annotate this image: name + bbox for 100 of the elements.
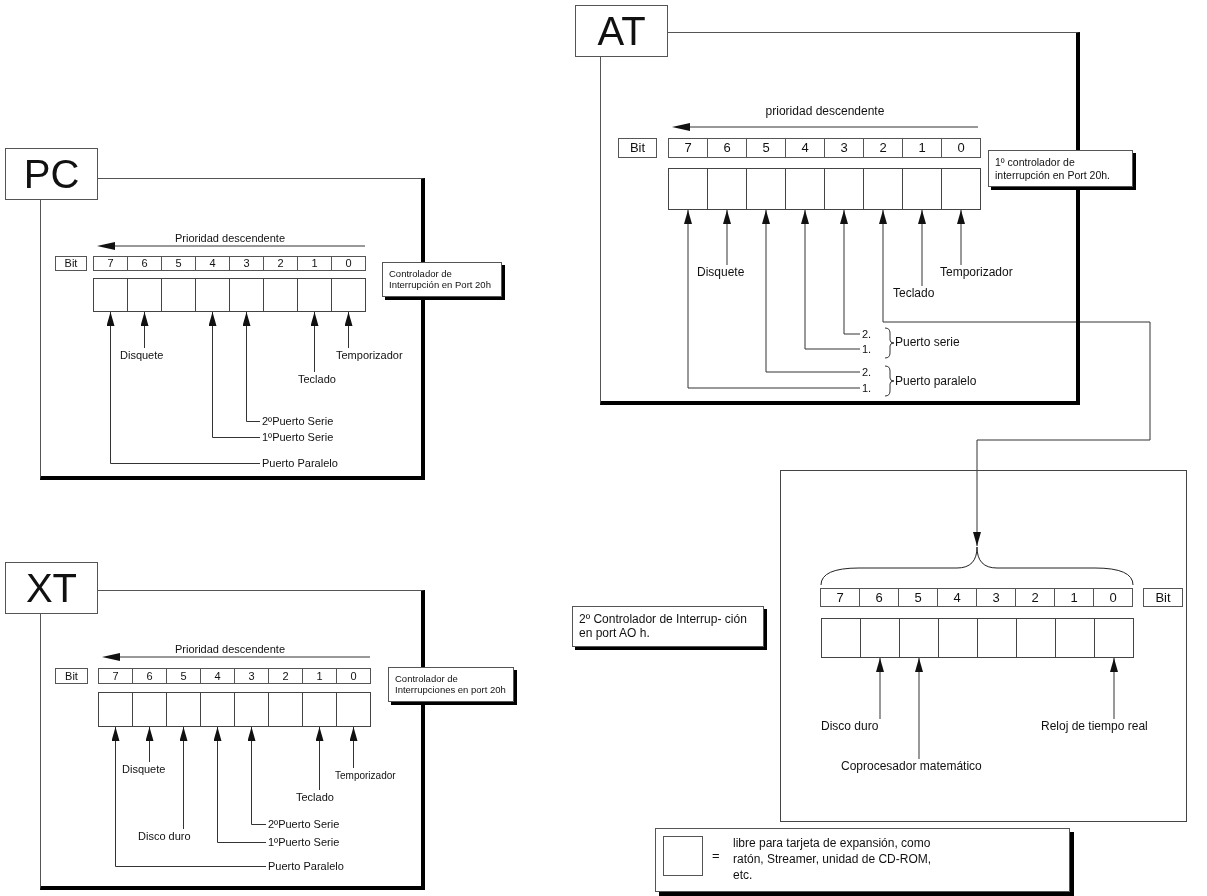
register-cell — [302, 692, 337, 727]
bit-header: Bit — [55, 668, 88, 684]
callout-box: 2º Controlador de Interrup- ción en port AO h. — [572, 606, 764, 647]
bit-number: 7 — [93, 256, 128, 271]
device-label: Reloj de tiempo real — [1041, 719, 1161, 734]
arrow — [140, 311, 149, 349]
arrow — [801, 209, 861, 350]
register-cell — [161, 278, 196, 312]
register-cell — [941, 168, 981, 210]
device-label: Teclado — [298, 372, 344, 387]
register-cell — [229, 278, 264, 312]
device-label: Temporizador — [336, 348, 420, 363]
bit-number: 2 — [263, 256, 298, 271]
device-label: Teclado — [296, 790, 342, 805]
arrow — [179, 726, 188, 830]
register-cell — [785, 168, 825, 210]
equals-sign: = — [712, 848, 721, 863]
group-label: Puerto paralelo — [895, 374, 978, 389]
bit-number: 6 — [859, 588, 899, 607]
register-cell — [977, 618, 1017, 658]
bit-number: 0 — [331, 256, 366, 271]
bit-number: 5 — [746, 138, 786, 158]
bit-number: 7 — [820, 588, 860, 607]
arrow — [213, 726, 267, 843]
brace — [819, 546, 1135, 586]
bit-number: 4 — [195, 256, 230, 271]
arrow — [915, 657, 923, 760]
bit-number: 2 — [268, 668, 303, 684]
arrow — [1110, 657, 1118, 720]
bit-number: 6 — [127, 256, 162, 271]
register-cell — [127, 278, 162, 312]
callout-box: Controlador de Interrupción en Port 20h — [382, 262, 502, 297]
bit-header: Bit — [55, 256, 87, 271]
device-label: Disquete — [697, 265, 759, 280]
register-cell — [707, 168, 747, 210]
arrow — [208, 311, 261, 438]
bit-number: 2 — [1015, 588, 1055, 607]
bit-number: 6 — [132, 668, 167, 684]
register-cell — [863, 168, 903, 210]
arrow — [344, 311, 353, 349]
register-cell — [1055, 618, 1095, 658]
bit-number: 1 — [902, 138, 942, 158]
register-cell — [263, 278, 298, 312]
order-number: 2. — [862, 366, 878, 378]
arrow — [840, 209, 861, 335]
arrow — [106, 311, 261, 464]
register-cell — [132, 692, 167, 727]
bit-number: 4 — [200, 668, 235, 684]
device-label: Disquete — [120, 348, 178, 363]
register-cell — [1016, 618, 1056, 658]
arrow — [762, 209, 861, 373]
priority-label: prioridad descendente — [764, 104, 886, 119]
arrow — [918, 209, 926, 287]
device-label: 1ºPuerto Serie — [262, 430, 362, 445]
register-cell — [668, 168, 708, 210]
panel-title: AT — [575, 5, 668, 57]
device-label: Disquete — [122, 762, 178, 777]
arrow — [876, 657, 884, 720]
priority-label: Prioridad descendente — [173, 231, 287, 246]
register-cell — [166, 692, 201, 727]
bit-number: 1 — [297, 256, 332, 271]
register-cell — [902, 168, 942, 210]
order-number: 1. — [862, 382, 878, 394]
order-number: 1. — [862, 343, 878, 355]
device-label: Disco duro — [138, 829, 208, 844]
panel-title: XT — [5, 562, 98, 614]
register-cell — [98, 692, 133, 727]
device-label: Teclado — [893, 286, 943, 301]
register-cell — [195, 278, 230, 312]
device-label: Temporizador — [335, 768, 419, 783]
register-cell — [899, 618, 939, 658]
register-cell — [200, 692, 235, 727]
register-cell — [331, 278, 366, 312]
arrow — [315, 726, 324, 791]
register-cell — [824, 168, 864, 210]
bit-number: 4 — [785, 138, 825, 158]
arrow — [145, 726, 154, 763]
arrow — [684, 209, 861, 389]
bit-header: Bit — [1143, 588, 1183, 607]
callout-box: Controlador de Interrupciones en port 20h — [388, 667, 514, 702]
arrow — [310, 311, 319, 373]
bit-number: 1 — [302, 668, 337, 684]
bit-number: 6 — [707, 138, 747, 158]
arrow — [242, 311, 261, 422]
group-label: Puerto serie — [895, 335, 961, 350]
register-cell — [938, 618, 978, 658]
register-cell — [746, 168, 786, 210]
device-label: Puerto Paralelo — [268, 859, 368, 874]
arrow — [957, 209, 965, 266]
order-number: 2. — [862, 328, 878, 340]
register-cell — [234, 692, 269, 727]
arrow — [723, 209, 731, 266]
bit-number: 5 — [898, 588, 938, 607]
device-label: 2ºPuerto Serie — [262, 414, 362, 429]
arrow — [879, 209, 1151, 547]
priority-label: Prioridad descendente — [173, 642, 287, 657]
device-label: Coprocesador matemático — [841, 759, 1001, 774]
device-label: Puerto Paralelo — [262, 456, 362, 471]
legend-text: libre para tarjeta de expansión, como ratón, Streamer, unidad de CD-ROM, etc. — [733, 835, 933, 883]
register-cell — [821, 618, 861, 658]
